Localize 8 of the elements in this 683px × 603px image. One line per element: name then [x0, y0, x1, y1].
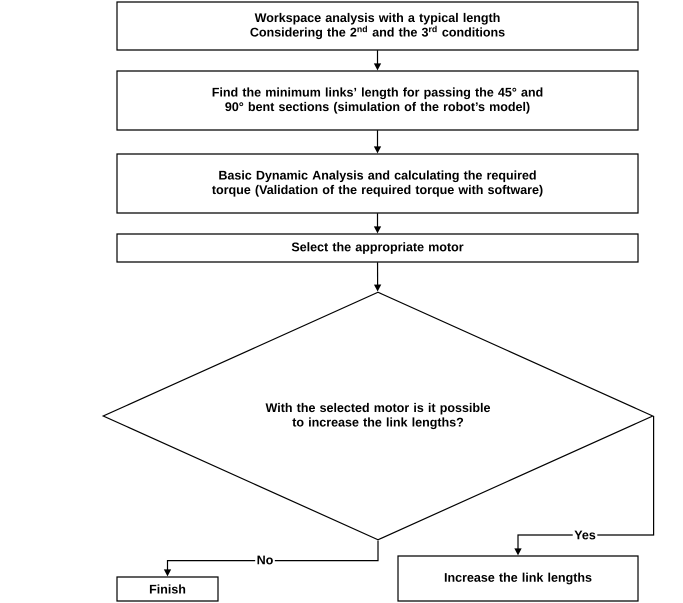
process-box: Select the appropriate motor [116, 233, 639, 263]
process-box: Workspace analysis with a typical length Considering the 2$^{nd}$ and the 3$^{rd}$ conditions [116, 1, 639, 51]
process-box: Increase the link lengths [397, 555, 639, 602]
edge-label: Yes [572, 529, 598, 541]
edge-label: No [255, 554, 275, 566]
process-box: Finish [116, 576, 219, 602]
process-box: Find the minimum links’ length for passing the 45° and 90° bent sections (simulation of the robot’s model) [116, 70, 639, 131]
process-box: Basic Dynamic Analysis and calculating the required torque (Validation of the required torque with software) [116, 153, 639, 214]
